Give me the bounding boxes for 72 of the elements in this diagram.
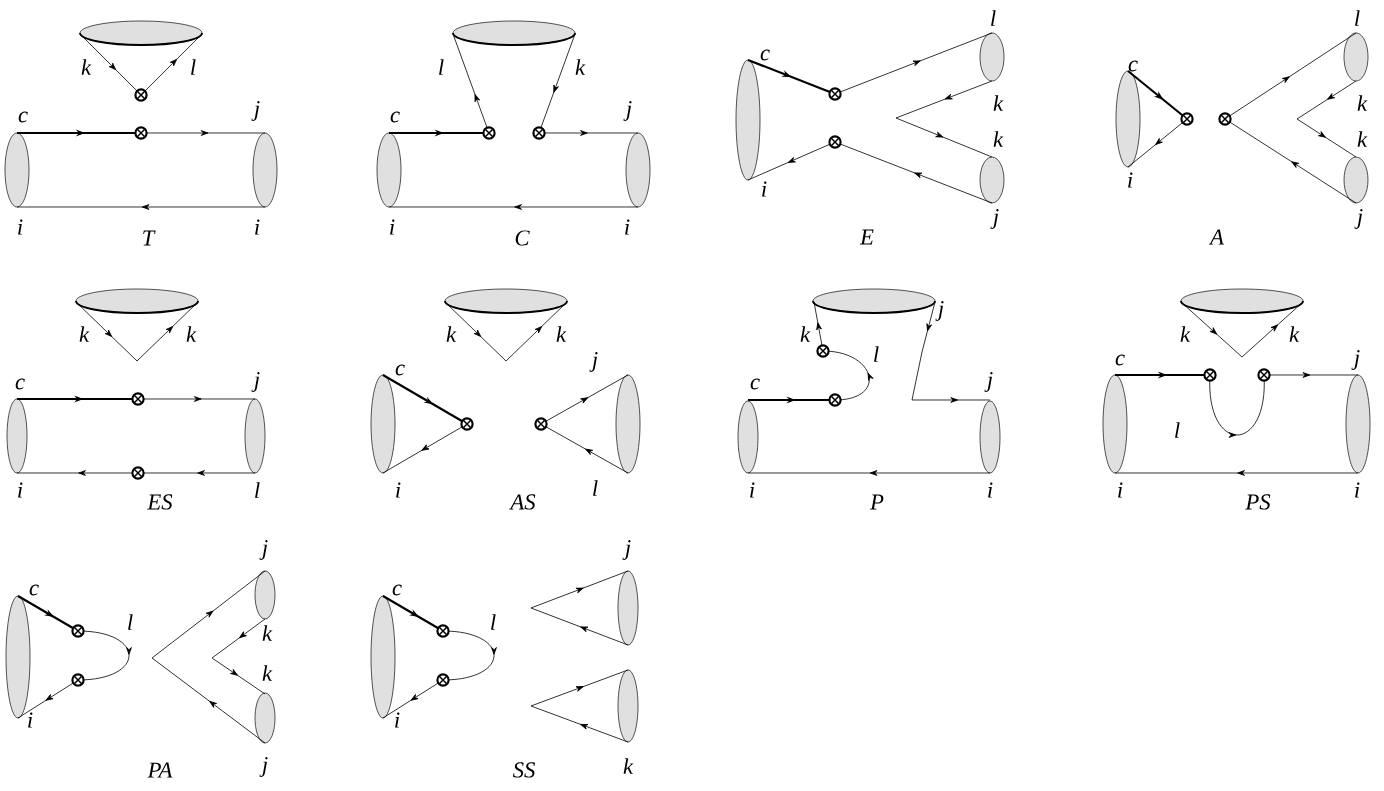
line-label: c xyxy=(390,111,400,123)
line-label: C xyxy=(515,230,530,246)
line-label: j xyxy=(623,101,632,121)
line-label: l xyxy=(128,614,133,630)
line-label: j xyxy=(935,301,944,321)
line-label: i xyxy=(18,482,23,498)
line-label: A xyxy=(1208,229,1224,245)
line-label: l xyxy=(1175,422,1180,438)
line-label: k xyxy=(1357,131,1368,147)
line-label: j xyxy=(990,209,999,229)
line-label: k xyxy=(800,326,811,342)
line-label: j xyxy=(251,372,260,392)
line-label: j xyxy=(622,540,631,560)
line-label: j xyxy=(589,352,598,372)
line-label: c xyxy=(395,364,405,376)
line-label: k xyxy=(446,326,457,342)
line-label: i xyxy=(625,219,630,235)
line-label: i xyxy=(1118,482,1123,498)
line-label: i xyxy=(1128,172,1133,188)
line-label: c xyxy=(15,378,25,390)
line-label: k xyxy=(556,326,567,342)
line-label: c xyxy=(18,111,28,123)
line-label: j xyxy=(1354,209,1363,229)
line-label: k xyxy=(993,95,1004,111)
line-label: c xyxy=(750,378,760,390)
line-label: i xyxy=(18,219,23,235)
line-label: k xyxy=(623,758,634,774)
line-label: k xyxy=(993,131,1004,147)
line-label: c xyxy=(392,584,402,596)
line-label: i xyxy=(28,712,33,728)
line-label: l xyxy=(874,346,879,362)
line-label: l xyxy=(593,480,598,496)
line-label: j xyxy=(259,540,268,560)
line-label: k xyxy=(1357,95,1368,111)
line-label: i xyxy=(396,482,401,498)
line-label: l xyxy=(439,59,444,75)
line-label: i xyxy=(1355,482,1360,498)
line-label: j xyxy=(984,372,993,392)
line-label: c xyxy=(29,584,39,596)
line-label: i xyxy=(255,219,260,235)
line-label: c xyxy=(1128,60,1138,72)
line-label: i xyxy=(395,712,400,728)
line-label: k xyxy=(1180,326,1191,342)
line-label: l xyxy=(1355,10,1360,26)
line-label: c xyxy=(1115,354,1125,366)
line-label: k xyxy=(81,59,92,75)
line-label: P xyxy=(869,494,884,510)
line-label: l xyxy=(191,59,196,75)
line-label: k xyxy=(186,326,197,342)
line-label: i xyxy=(762,181,767,197)
line-label: j xyxy=(251,101,260,121)
line-label: i xyxy=(390,219,395,235)
line-label: l xyxy=(255,482,260,498)
line-label: k xyxy=(1289,326,1300,342)
line-label: k xyxy=(262,625,273,641)
line-label: ES xyxy=(147,494,173,510)
line-label: i xyxy=(988,482,993,498)
line-label: AS xyxy=(509,494,536,510)
line-label: k xyxy=(79,326,90,342)
line-label: i xyxy=(750,482,755,498)
line-label: PS xyxy=(1245,494,1271,510)
line-label: SS xyxy=(512,762,535,778)
line-label: l xyxy=(491,614,496,630)
line-label: k xyxy=(575,59,586,75)
line-label: j xyxy=(1351,350,1360,370)
line-label: k xyxy=(262,665,273,681)
line-label: T xyxy=(143,230,156,246)
line-label: E xyxy=(859,229,874,245)
line-label: PA xyxy=(147,762,173,778)
line-label: c xyxy=(760,49,770,61)
line-label: l xyxy=(991,10,996,26)
line-label: j xyxy=(259,757,268,777)
